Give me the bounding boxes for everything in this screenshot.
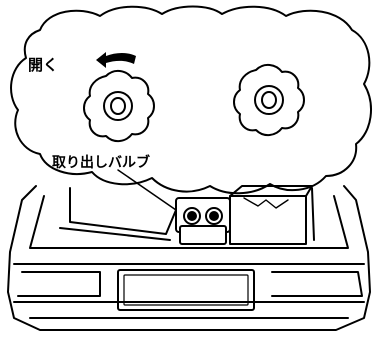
tail-light-left [17,271,101,297]
zoom-cloud [10,5,372,195]
wheel-nut-ring-inner [110,97,126,115]
trunk-floor-line [59,227,171,241]
tail-light-right [271,271,363,297]
label-leader-line [117,169,177,211]
trunk-right-wall [311,187,315,241]
wheel-nut-icon [233,64,305,136]
open-direction-label: 開く [28,56,59,74]
wheel-nut-ring-inner [261,91,277,109]
trunk-inner-wall [69,187,177,235]
wheel-nut-left [83,70,155,142]
trunk-box [229,185,313,245]
wheel-nut-ring-outer [254,85,284,115]
trunk-outline [7,185,371,331]
trunk-rim [29,195,349,249]
license-plate [117,269,255,311]
curved-arrow-left-icon [96,52,136,68]
wheel-nut-ring-outer [103,91,133,121]
box-top [229,185,313,197]
car-trunk [7,185,371,331]
drain-valve-unit [175,197,231,245]
wheel-nut-right [233,64,305,136]
license-plate-inner [123,274,249,306]
valve-knob-right-inner [209,211,219,221]
box-tape [243,197,289,209]
valve-knob-left-inner [187,211,197,221]
valve-base [179,225,227,245]
box-front [229,195,307,245]
wheel-nut-icon [83,70,155,142]
drain-valve-label: 取り出しバルブ [52,155,150,171]
arrow-body [96,52,136,68]
